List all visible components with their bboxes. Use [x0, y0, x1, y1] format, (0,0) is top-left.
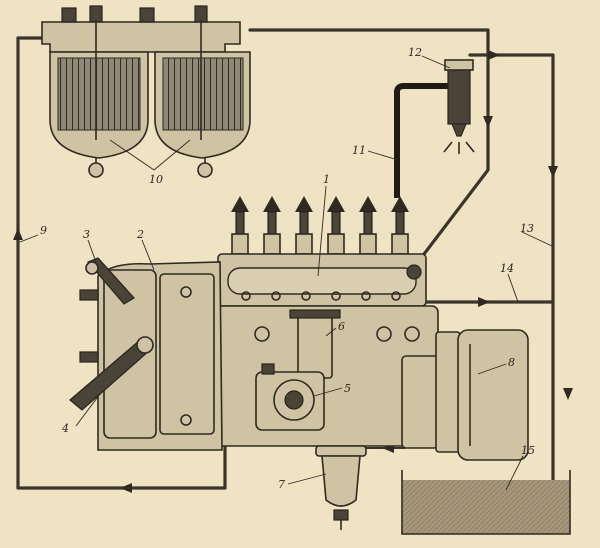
- filter-element-left: [57, 57, 141, 131]
- callout-6: 6: [338, 320, 345, 333]
- filter-bolt-far-right: [194, 5, 208, 23]
- fuel-gallery: [227, 267, 417, 295]
- injector-nozzle: [451, 123, 467, 137]
- flow-arrow-return-right: [488, 50, 500, 60]
- filter-bolt-mid: [89, 5, 103, 23]
- fine-fuel-filters: [41, 5, 251, 178]
- callout-1: 1: [323, 173, 330, 186]
- callout-4: 4: [61, 422, 69, 435]
- fuel-tank: [401, 470, 571, 535]
- callout-2: 2: [136, 228, 144, 241]
- callout-labels: 1 2 3 4 5 6 7 8 9 10 11 12 13 14 15: [40, 46, 535, 491]
- filter-drain-left: [88, 162, 104, 178]
- delivery-valve-3: [295, 196, 313, 255]
- callout-5: 5: [344, 382, 351, 395]
- delivery-valve-1: [231, 196, 249, 255]
- filter-outlet-line: [248, 28, 490, 264]
- callout-7: 7: [278, 478, 285, 491]
- injector-cap: [444, 59, 474, 71]
- injection-pump: [215, 196, 439, 449]
- callout-15: 15: [521, 444, 535, 457]
- flow-arrow-return-down: [548, 166, 558, 178]
- flow-arrow-tank-down: [563, 388, 573, 400]
- callout-13: 13: [520, 222, 534, 235]
- leader-lines: [19, 55, 553, 491]
- filter-bolt-right: [139, 7, 155, 23]
- filter-drain-right: [197, 162, 213, 178]
- governor: [69, 257, 223, 451]
- delivery-valve-5: [359, 196, 377, 255]
- injector-body: [447, 65, 471, 125]
- filter-bolt-left: [61, 7, 77, 23]
- priming-pump: [255, 363, 325, 431]
- flow-arrow-left-up: [13, 228, 23, 240]
- gallery-outlet-fitting: [406, 264, 422, 280]
- delivery-valve-2: [263, 196, 281, 255]
- filter-head: [41, 21, 241, 53]
- delivery-valve-4: [327, 196, 345, 255]
- callout-10: 10: [149, 173, 163, 186]
- tank-walls: [401, 470, 571, 535]
- flow-arrow-right-pipe-down: [483, 116, 493, 128]
- strainer-bowl: [321, 455, 361, 507]
- callout-11: 11: [352, 144, 366, 157]
- gallery-screws: [241, 291, 401, 301]
- flow-arrow-overflow-right: [478, 297, 490, 307]
- flow-arrow-bottom-left: [120, 483, 132, 493]
- callout-12: 12: [408, 46, 422, 59]
- drive-coupling: [435, 329, 529, 461]
- callout-3: 3: [83, 228, 90, 241]
- governor-fitting-top: [79, 289, 99, 301]
- plunger-housing: [297, 315, 333, 379]
- flow-arrows: [13, 50, 573, 493]
- delivery-valves: [231, 196, 409, 255]
- coarse-strainer: [315, 445, 367, 530]
- filter-element-right: [162, 57, 244, 131]
- pump-end-cover: [401, 355, 439, 449]
- coupling-flange: [457, 329, 529, 461]
- delivery-valve-6: [391, 196, 409, 255]
- plunger-top: [289, 309, 341, 319]
- high-pressure-line-11: [394, 83, 452, 198]
- callout-14: 14: [500, 262, 514, 275]
- callout-8: 8: [508, 356, 515, 369]
- injector: [443, 59, 475, 154]
- tank-fuel: [402, 480, 570, 534]
- governor-fitting-bottom: [79, 351, 99, 363]
- callout-9: 9: [40, 224, 47, 237]
